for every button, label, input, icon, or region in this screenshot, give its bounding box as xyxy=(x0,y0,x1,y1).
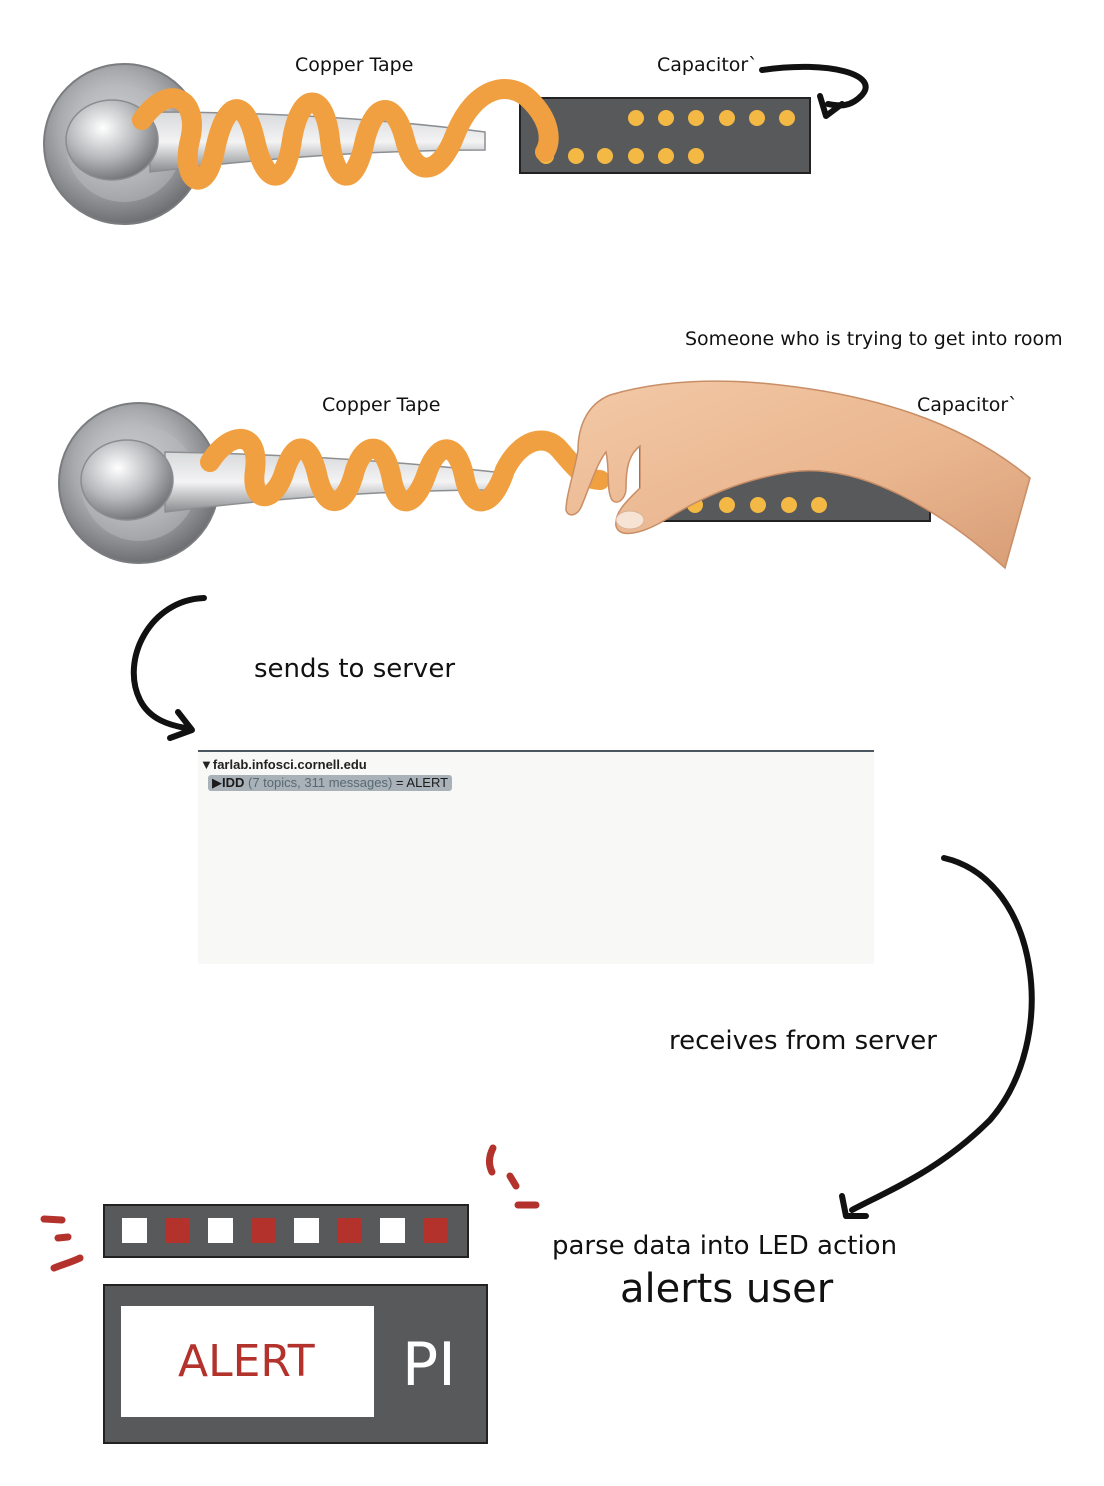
capacitor-board-1 xyxy=(519,97,811,174)
topic-meta: (7 topics, 311 messages) xyxy=(248,775,393,790)
led-strip xyxy=(103,1204,469,1258)
led-1 xyxy=(122,1218,147,1243)
capacitor-label-2: Capacitor` xyxy=(917,394,1018,416)
capacitor-label-1: Capacitor` xyxy=(657,54,758,76)
expand-arrow-icon[interactable]: ▼ xyxy=(200,757,213,772)
pi-board xyxy=(103,1284,488,1444)
curved-arrow-2 xyxy=(130,595,207,731)
led-8 xyxy=(423,1218,448,1243)
pi-screen-alert-text: ALERT xyxy=(178,1336,315,1387)
led-5 xyxy=(294,1218,319,1243)
arrowhead-1 xyxy=(817,93,845,119)
arrowhead-2 xyxy=(167,709,195,741)
receives-label: receives from server xyxy=(669,1026,937,1056)
alert-marks-right xyxy=(486,1144,540,1209)
door-handle-2 xyxy=(58,402,496,564)
alerts-label: alerts user xyxy=(620,1266,834,1312)
mqtt-topic-row[interactable]: ▶IDD (7 topics, 311 messages) = ALERT xyxy=(208,775,453,791)
mqtt-host-row[interactable]: ▼farlab.infosci.cornell.edu xyxy=(200,757,367,772)
collapse-arrow-icon[interactable]: ▶ xyxy=(212,775,222,790)
pi-board-label: PI xyxy=(402,1330,456,1400)
sends-label: sends to server xyxy=(254,654,456,684)
copper-tape-2 xyxy=(200,429,610,512)
arrowhead-3 xyxy=(839,1193,869,1219)
copper-tape-label-2: Copper Tape xyxy=(322,394,441,416)
hand-illustration xyxy=(565,380,1031,570)
led-4 xyxy=(251,1218,276,1243)
topic-name: IDD xyxy=(222,775,245,790)
curved-arrow-3 xyxy=(849,855,1035,1213)
pi-screen xyxy=(121,1306,374,1417)
led-3 xyxy=(208,1218,233,1243)
mqtt-explorer-panel: ▼farlab.infosci.cornell.edu ▶IDD (7 topi… xyxy=(198,750,874,964)
copper-tape-label-1: Copper Tape xyxy=(295,54,414,76)
mqtt-host-label: farlab.infosci.cornell.edu xyxy=(212,757,367,772)
led-2 xyxy=(165,1218,190,1243)
copper-tape-1 xyxy=(132,79,559,190)
alert-marks-left xyxy=(40,1215,84,1272)
parse-label: parse data into LED action xyxy=(552,1231,898,1261)
topic-value: = ALERT xyxy=(395,775,449,790)
led-6 xyxy=(337,1218,362,1243)
led-7 xyxy=(380,1218,405,1243)
person-label: Someone who is trying to get into room xyxy=(685,328,1063,350)
